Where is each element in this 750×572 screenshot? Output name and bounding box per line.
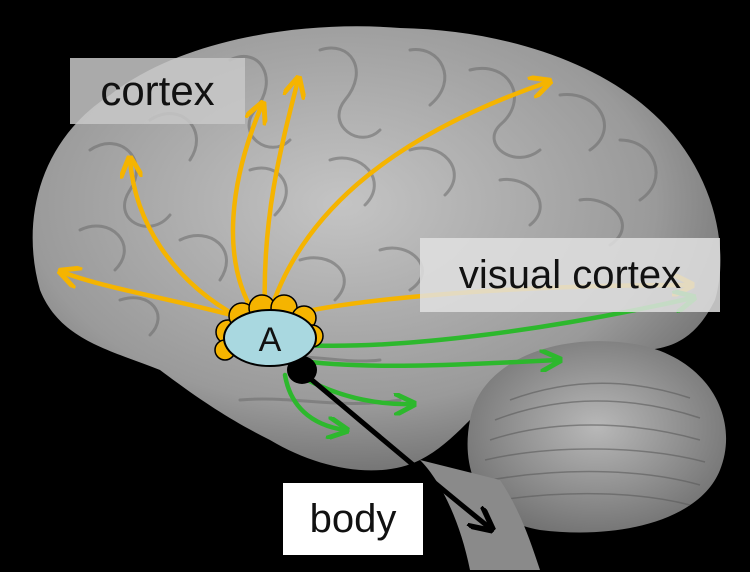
cortex-label: cortex [70, 58, 245, 124]
body-projection [287, 356, 490, 528]
visual-cortex-label: visual cortex [420, 238, 720, 312]
body-arrow [298, 368, 490, 528]
cortex-arrow-4 [262, 80, 298, 315]
nucleus-ellipse [223, 309, 317, 367]
visual-arrow-4 [282, 372, 345, 430]
body-nucleus-dot [287, 356, 317, 384]
visual-arrow-2 [292, 360, 558, 366]
cerebellum [467, 341, 727, 533]
cortex-arrow-1 [62, 272, 253, 323]
cortex-arrow-2 [130, 160, 243, 321]
cortex-arrow-3 [230, 105, 262, 318]
body-label: body [283, 483, 423, 555]
cortex-arrow-5 [267, 82, 548, 315]
cerebellum-folia [484, 382, 706, 506]
nucleus-label: A [259, 321, 282, 359]
